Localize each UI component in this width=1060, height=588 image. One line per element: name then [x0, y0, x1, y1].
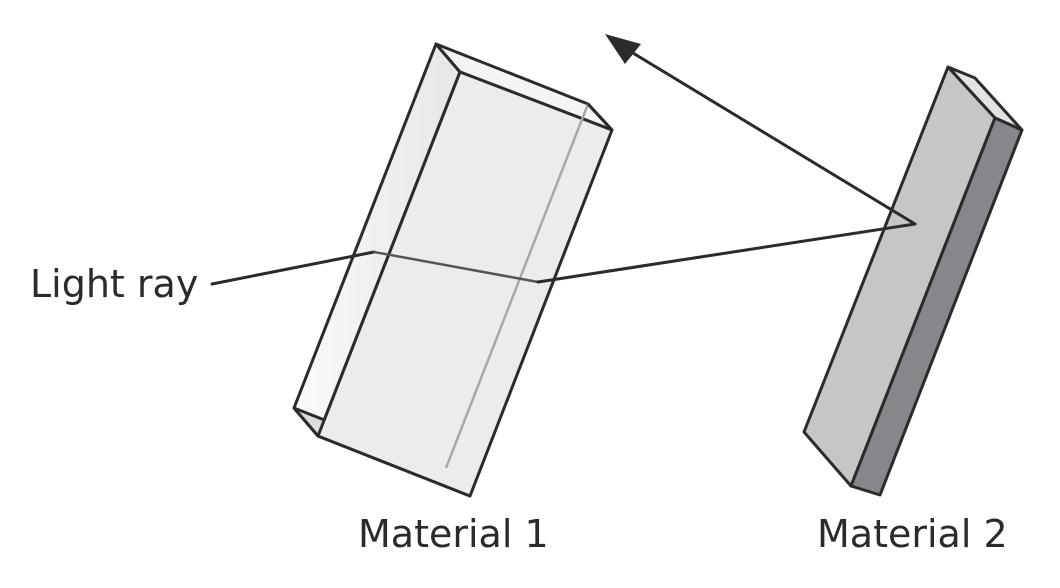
material-2-side-face [849, 116, 1024, 497]
material-2-block [802, 65, 1024, 497]
material-1-front-face [316, 70, 614, 498]
light-ray-emergent [536, 222, 917, 284]
material-1-block [292, 42, 614, 498]
light-ray-incident [210, 250, 376, 286]
light-ray-refracted [372, 250, 540, 284]
material-1-hidden-edge-top [586, 102, 614, 132]
light-ray-label: Light ray [30, 262, 199, 306]
material-1-label: Material 1 [358, 512, 549, 556]
light-ray-reflected [626, 48, 917, 226]
arrowhead-icon [605, 34, 641, 64]
material-2-label: Material 2 [817, 512, 1008, 556]
light-ray-path [210, 34, 917, 286]
material-1-hidden-edge [444, 103, 590, 469]
